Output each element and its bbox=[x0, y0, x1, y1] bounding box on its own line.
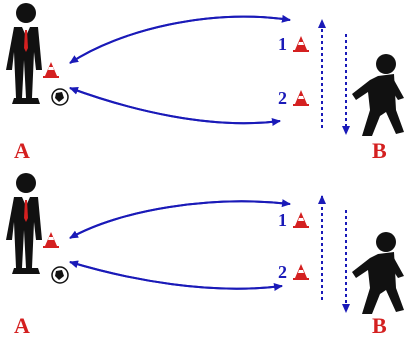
pass-arrow-from-a bbox=[69, 14, 291, 64]
pass-arrow-back-to-a bbox=[69, 86, 281, 125]
player-a-label: A bbox=[14, 138, 30, 163]
cone-1-number: 1 bbox=[278, 210, 287, 230]
drill-panel-bottom: 1 2 A B bbox=[0, 170, 406, 340]
pass-arrow-to-cone-1 bbox=[69, 15, 291, 64]
pass-arrow-back-to-a bbox=[69, 260, 283, 290]
player-b-label: B bbox=[372, 313, 387, 338]
cone-near-a bbox=[43, 62, 59, 78]
player-a-figure bbox=[6, 173, 42, 274]
soccer-ball-icon bbox=[51, 266, 69, 284]
drill-diagram-bottom: 1 2 A B bbox=[6, 173, 404, 338]
soccer-ball-icon bbox=[51, 88, 69, 106]
player-b-label: B bbox=[372, 138, 387, 163]
cone-1-number: 1 bbox=[278, 34, 287, 54]
cone-near-a bbox=[43, 232, 59, 248]
cone-1 bbox=[293, 212, 309, 228]
player-a-figure bbox=[6, 3, 42, 104]
cone-1 bbox=[293, 36, 309, 52]
drill-diagram-top: 1 2 A B bbox=[6, 3, 404, 163]
player-a-label: A bbox=[14, 313, 30, 338]
pass-arrow-from-cone-1 bbox=[69, 200, 291, 239]
cone-2 bbox=[293, 264, 309, 280]
player-b-figure bbox=[352, 54, 404, 136]
cone-2-number: 2 bbox=[278, 262, 287, 282]
cone-2-number: 2 bbox=[278, 88, 287, 108]
pass-arrow-to-cone-2 bbox=[69, 87, 281, 126]
player-b-figure bbox=[352, 232, 404, 314]
pass-arrow-to-cone-1 bbox=[69, 199, 291, 239]
cone-2 bbox=[293, 90, 309, 106]
drill-panel-top: 1 2 A B bbox=[6, 3, 404, 163]
